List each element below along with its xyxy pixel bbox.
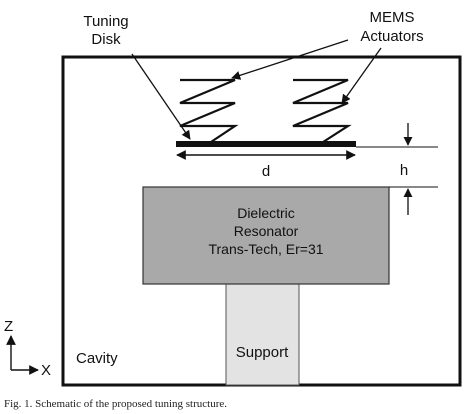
h-label: h <box>400 162 408 179</box>
mems-leader-left <box>231 39 349 80</box>
resonator-label-line3: Trans-Tech, Er=31 <box>208 241 323 257</box>
z-axis-label: Z <box>4 318 13 335</box>
tuning-disk <box>176 141 356 147</box>
cavity-label: Cavity <box>76 350 118 367</box>
mems-leader-right <box>341 47 382 104</box>
d-label: d <box>262 163 270 180</box>
x-axis-label: X <box>41 362 51 379</box>
support-pillar <box>225 283 300 386</box>
tuning-disk-leader <box>131 53 191 140</box>
dielectric-resonator <box>142 186 390 285</box>
resonator-label-line2: Resonator <box>234 223 299 239</box>
mems-actuators-label-line2: Actuators <box>360 28 423 45</box>
mems-actuator-left <box>179 78 239 145</box>
resonator-label-line1: Dielectric <box>237 205 295 221</box>
figure-caption: Fig. 1. Schematic of the proposed tuning… <box>4 398 227 410</box>
tuning-disk-label-line2: Disk <box>91 31 121 48</box>
mems-actuators-label-line1: MEMS <box>370 9 415 26</box>
tuning-disk-label-line1: Tuning <box>83 13 128 30</box>
support-label: Support <box>236 344 289 361</box>
